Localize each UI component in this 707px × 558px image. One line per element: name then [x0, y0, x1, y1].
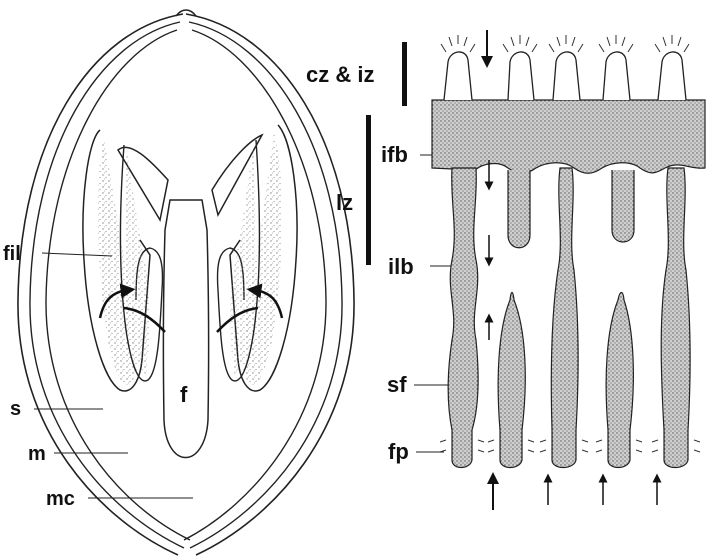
- label-fp: fp: [388, 439, 409, 464]
- filaments: [440, 168, 700, 468]
- label-f: f: [180, 382, 188, 407]
- label-s: s: [10, 398, 21, 420]
- interfilamentary-band: [432, 100, 705, 173]
- left-panel: fil s m mc f: [3, 10, 354, 555]
- label-m: m: [28, 443, 46, 465]
- label-mc: mc: [46, 488, 75, 510]
- scale-bar-cz-iz: [402, 42, 407, 106]
- label-lz: lz: [336, 190, 353, 215]
- label-sf: sf: [387, 372, 407, 397]
- scale-bar-lz: [366, 115, 371, 265]
- label-ilb: ilb: [388, 254, 414, 279]
- label-ifb: ifb: [381, 142, 408, 167]
- label-fil: fil: [3, 243, 21, 265]
- right-panel: cz & iz lz: [306, 30, 705, 510]
- label-cz-iz: cz & iz: [306, 62, 374, 87]
- top-caps: [441, 35, 689, 100]
- foot: [163, 200, 208, 458]
- shell-outer-left: [18, 14, 183, 555]
